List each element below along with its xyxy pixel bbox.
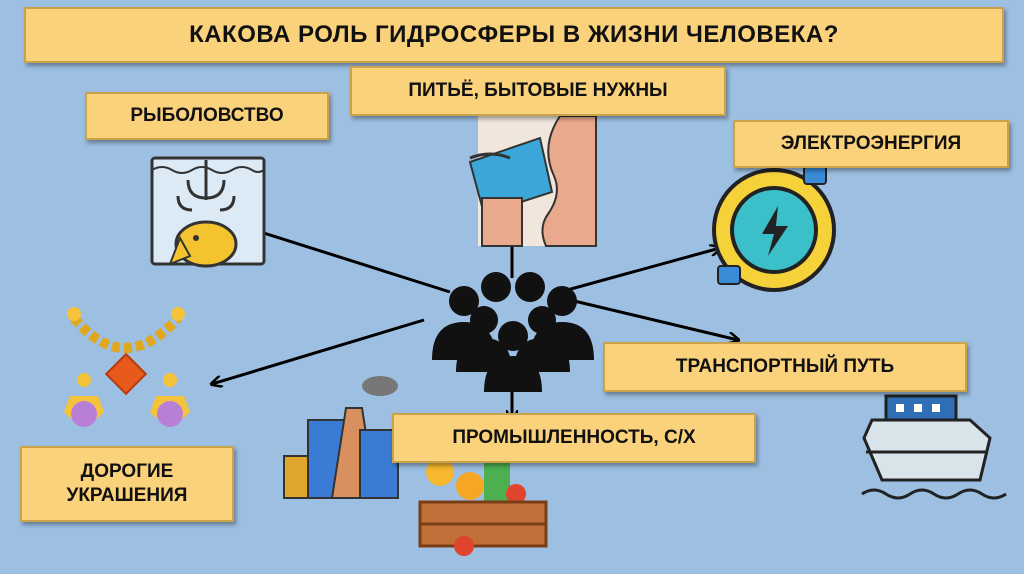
role-fishing-label: РЫБОЛОВСТВО — [85, 92, 329, 140]
factory-icon — [283, 376, 399, 499]
page-title: КАКОВА РОЛЬ ГИДРОСФЕРЫ В ЖИЗНИ ЧЕЛОВЕКА? — [24, 7, 1004, 63]
arrow-electricity — [559, 248, 720, 294]
arrows — [212, 226, 738, 420]
drinking-water-icon — [468, 115, 597, 247]
role-industry-label: ПРОМЫШЛЕННОСТЬ, С/Х — [392, 413, 756, 463]
arrow-transport — [569, 298, 738, 340]
ship-icon — [861, 394, 1007, 500]
fishing-hook-icon — [150, 156, 266, 268]
arrow-jewelry — [212, 318, 425, 384]
role-transport-label: ТРАНСПОРТНЫЙ ПУТЬ — [603, 342, 967, 392]
vegetable-crate-icon — [418, 458, 548, 556]
electricity-plug-icon — [712, 165, 836, 292]
arrow-fishing — [248, 228, 451, 294]
jewelry-icon — [64, 307, 190, 427]
role-drinking-label: ПИТЬЁ, БЫТОВЫЕ НУЖНЫ — [350, 66, 726, 116]
role-electricity-label: ЭЛЕКТРОЭНЕРГИЯ — [733, 120, 1009, 168]
people-group-icon — [432, 272, 594, 392]
role-jewelry-label: ДОРОГИЕ УКРАШЕНИЯ — [20, 446, 234, 522]
